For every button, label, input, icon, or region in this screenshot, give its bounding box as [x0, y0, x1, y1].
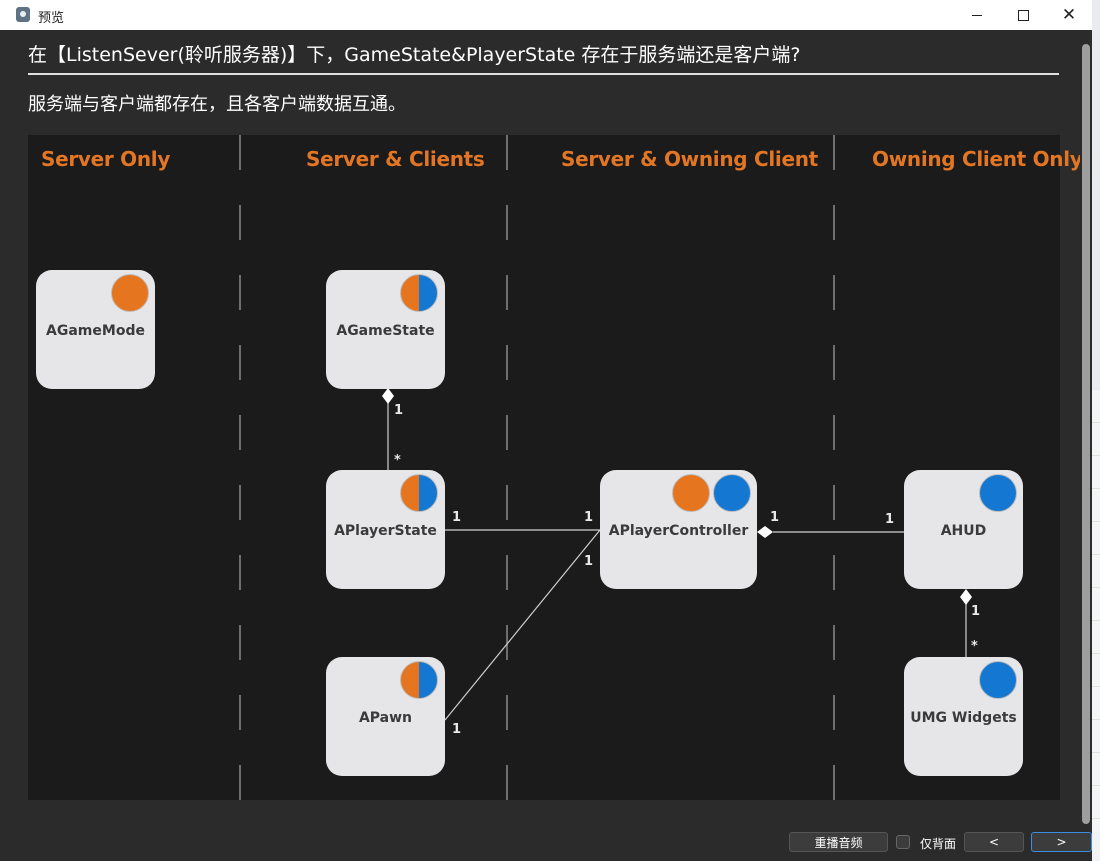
- background-only-checkbox[interactable]: [896, 835, 910, 849]
- close-icon: ✕: [1061, 4, 1077, 25]
- node-umg-widgets: UMG Widgets: [904, 657, 1023, 776]
- diamond-controller: [757, 526, 773, 538]
- node-label: UMG Widgets: [910, 710, 1017, 726]
- node-aplayerstate: APlayerState: [326, 470, 445, 589]
- minimize-button[interactable]: [954, 0, 1000, 30]
- multiplicity-label: 1: [394, 403, 404, 418]
- column-title-owning-client-only: Owning Client Only: [872, 147, 1083, 171]
- multiplicity-label: 1: [584, 554, 594, 569]
- maximize-icon: [1017, 9, 1029, 21]
- multiplicity-label: *: [971, 639, 978, 654]
- node-ahud: AHUD: [904, 470, 1023, 589]
- multiplicity-label: 1: [452, 510, 462, 525]
- divider: [28, 73, 1059, 75]
- answer-text: 服务端与客户端都存在，且各客户端数据互通。: [28, 94, 406, 115]
- next-button[interactable]: >: [1031, 832, 1092, 852]
- multiplicity-label: 1: [584, 510, 594, 525]
- multiplicity-label: 1: [885, 512, 895, 527]
- multiplicity-label: *: [394, 453, 401, 468]
- app-icon: [16, 7, 30, 22]
- server-indicator: [672, 474, 710, 512]
- replication-diagram: Server Only Server & Clients Server & Ow…: [28, 135, 1083, 800]
- server-indicator: [111, 274, 149, 312]
- maximize-button[interactable]: [1000, 0, 1046, 30]
- server-client-indicator: [400, 661, 438, 699]
- diamond-gamestate: [382, 388, 394, 404]
- node-label: APlayerState: [334, 523, 437, 539]
- diagram-lines: [239, 135, 972, 800]
- server-client-indicator: [400, 474, 438, 512]
- node-agamemode: AGameMode: [36, 270, 155, 389]
- node-label: APawn: [358, 710, 413, 726]
- minimize-icon: [972, 14, 982, 16]
- column-title-server-only: Server Only: [41, 147, 171, 171]
- window-title: 预览: [38, 11, 65, 26]
- client-indicator: [979, 661, 1017, 699]
- close-button[interactable]: ✕: [1046, 0, 1092, 30]
- multiplicity-label: 1: [770, 510, 780, 525]
- title-bar: 预览 ✕: [0, 0, 1092, 30]
- multiplicity-label: 1: [452, 722, 462, 737]
- client-indicator: [713, 474, 751, 512]
- node-label: AGameState: [336, 323, 435, 339]
- background-only-label: 仅背面: [920, 837, 957, 851]
- diamond-hud: [960, 589, 972, 605]
- column-title-server-owning-client: Server & Owning Client: [561, 147, 818, 171]
- question-text: 在【ListenSever(聆听服务器)】下，GameState&PlayerS…: [28, 44, 801, 66]
- node-label: AHUD: [940, 523, 987, 539]
- client-indicator: [979, 474, 1017, 512]
- node-aplayercontroller: APlayerController: [600, 470, 757, 589]
- prev-button[interactable]: <: [964, 832, 1024, 852]
- connector-pawn-controller: [444, 529, 601, 721]
- replay-audio-button[interactable]: 重播音频: [789, 832, 888, 852]
- node-label: AGameMode: [46, 323, 145, 339]
- node-agamestate: AGameState: [326, 270, 445, 389]
- column-title-server-clients: Server & Clients: [306, 147, 485, 171]
- node-label: APlayerController: [608, 523, 749, 539]
- server-client-indicator: [400, 274, 438, 312]
- scrollbar-thumb[interactable]: [1082, 44, 1090, 824]
- node-apawn: APawn: [326, 657, 445, 776]
- multiplicity-label: 1: [971, 604, 981, 619]
